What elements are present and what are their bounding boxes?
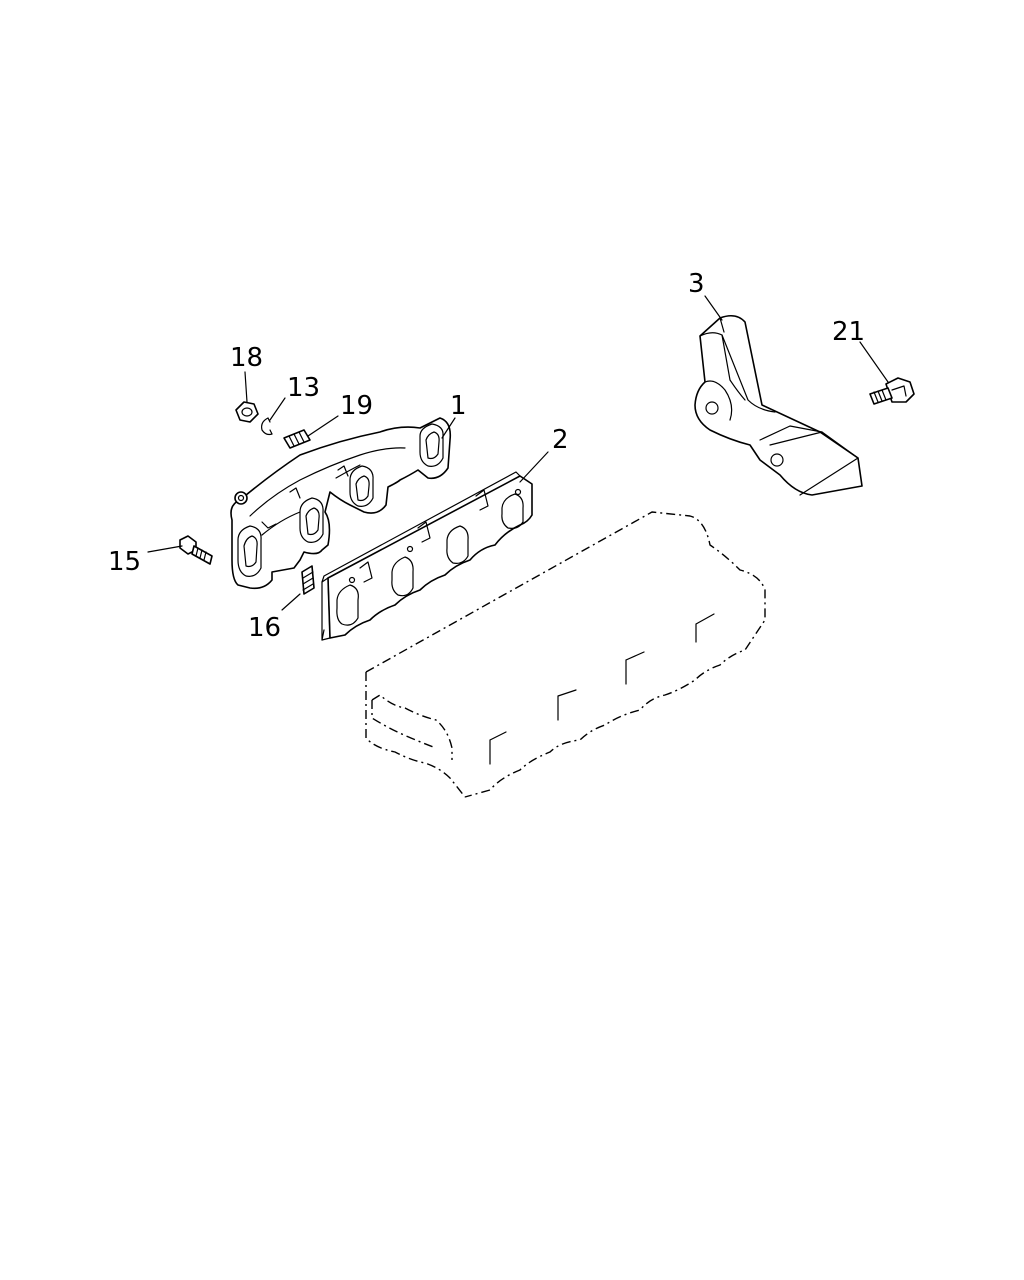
stud-16 <box>301 565 315 595</box>
callout-labels: 1 2 3 21 18 13 19 15 16 <box>108 269 865 643</box>
callout-21: 21 <box>832 317 865 347</box>
leader-13 <box>269 397 286 421</box>
callout-16: 16 <box>248 613 281 643</box>
leader-3 <box>704 295 723 321</box>
leader-2 <box>519 451 549 483</box>
leader-18 <box>244 371 248 403</box>
leader-1 <box>441 417 456 439</box>
leader-lines <box>147 295 889 611</box>
callout-15: 15 <box>108 547 141 577</box>
manifold-gasket <box>321 471 533 641</box>
callout-19: 19 <box>340 391 373 421</box>
leader-15 <box>147 545 183 553</box>
callout-13: 13 <box>287 373 320 403</box>
callout-3: 3 <box>688 269 705 299</box>
exhaust-manifold <box>230 417 452 590</box>
washer-13 <box>261 417 273 436</box>
leader-16 <box>281 593 301 611</box>
bolt-21 <box>869 377 915 405</box>
callout-2: 2 <box>552 425 569 455</box>
callout-18: 18 <box>230 343 263 373</box>
manifold-bracket <box>694 314 863 496</box>
callout-1: 1 <box>450 391 467 421</box>
cylinder-head-phantom <box>365 511 766 798</box>
nut-18 <box>235 401 259 423</box>
leader-19 <box>307 415 339 437</box>
stud-19 <box>283 429 311 449</box>
bolt-15 <box>179 535 213 565</box>
leader-21 <box>859 341 889 383</box>
